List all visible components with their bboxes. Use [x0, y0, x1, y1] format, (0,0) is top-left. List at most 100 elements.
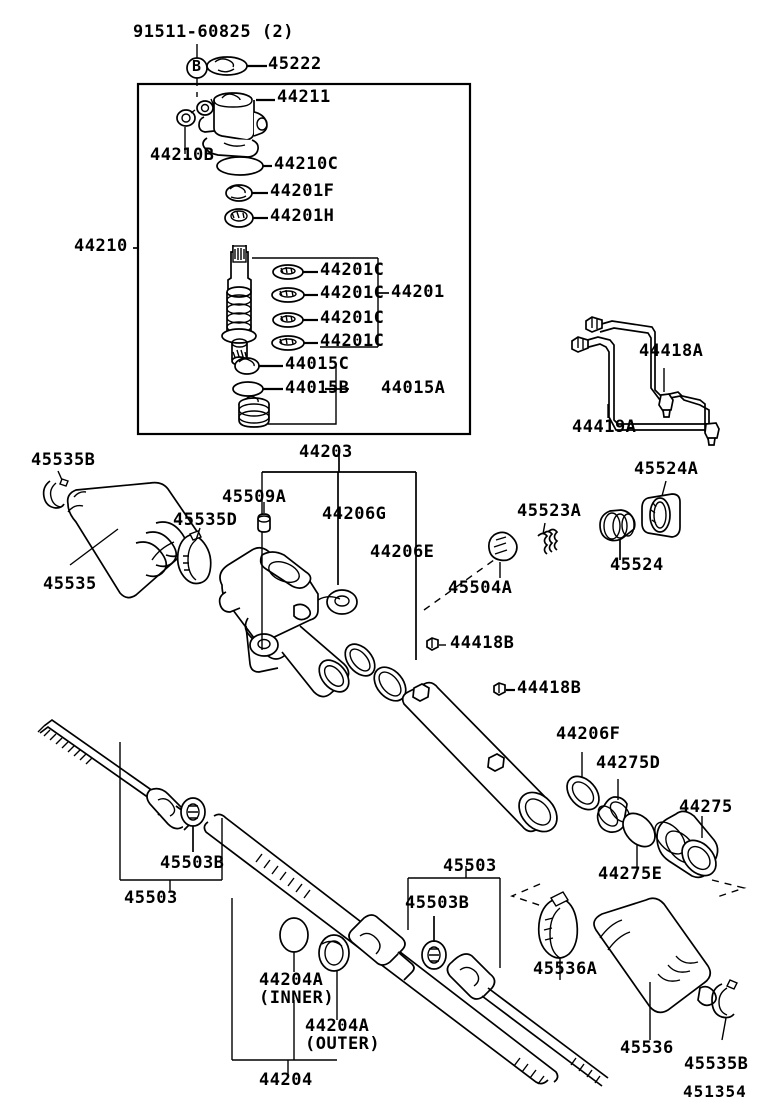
- label-45504A: 45504A: [448, 578, 513, 598]
- leader-45535D: [195, 527, 201, 541]
- label-45535B-left: 45535B: [31, 450, 96, 470]
- label-44201-group: 44201: [391, 282, 445, 302]
- label-44201F: 44201F: [270, 181, 335, 201]
- label-44204A-outer: 44204A (OUTER): [305, 1016, 381, 1054]
- part-45503B-nut-right: [421, 940, 447, 970]
- leader-45523A: [542, 522, 546, 535]
- part-44211-flange-detail: [223, 142, 246, 147]
- label-45523A: 45523A: [517, 501, 582, 521]
- part-44206F-seal: [566, 775, 600, 811]
- label-45503-right: 45503: [443, 856, 497, 876]
- part-44211-boss-hole: [256, 117, 268, 131]
- label-45524A: 45524A: [634, 459, 699, 479]
- group-box-44210: [136, 82, 472, 436]
- part-44210C-oring: [216, 156, 264, 176]
- part-45523A-spring: [537, 528, 559, 555]
- label-44210C: 44210C: [274, 154, 339, 174]
- part-44210B-bolts: [176, 100, 214, 127]
- label-45535: 45535: [43, 574, 97, 594]
- part-45503-tierod-left: [37, 718, 193, 831]
- part-44204A-outer: [318, 934, 350, 972]
- label-44015C: 44015C: [285, 354, 350, 374]
- label-44201C-3: 44201C: [320, 308, 385, 328]
- label-44204A-inner: 44204A (INNER): [259, 970, 335, 1008]
- label-44275: 44275: [679, 797, 733, 817]
- leader-45524A: [661, 480, 667, 497]
- part-45509A-plug: [257, 513, 271, 533]
- label-44418B-1: 44418B: [450, 633, 515, 653]
- label-44201H: 44201H: [270, 206, 335, 226]
- part-44211-boss-right: [253, 111, 268, 137]
- label-45503B-right: 45503B: [405, 893, 470, 913]
- label-44203-group: 44203: [299, 442, 353, 462]
- part-45503-tierod-right: [446, 953, 609, 1087]
- part-44211-body: [213, 100, 255, 141]
- label-91511-60825: 91511-60825 (2): [133, 22, 295, 42]
- label-45222: 45222: [268, 54, 322, 74]
- part-44015C-nut: [234, 357, 260, 375]
- part-44206G-seal: [344, 643, 376, 677]
- leader-45535B-right: [721, 1017, 727, 1041]
- bracket-44015A: [268, 366, 337, 425]
- label-45536: 45536: [620, 1038, 674, 1058]
- part-45222-detail: [214, 58, 235, 68]
- part-44211-lip: [213, 99, 253, 108]
- part-44418A-44419A-tubes: [571, 316, 720, 446]
- part-45524-bush: [599, 509, 636, 542]
- label-45535B-right: 45535B: [684, 1054, 749, 1074]
- part-44201C-washers: [271, 264, 318, 351]
- label-44015B: 44015B: [285, 378, 350, 398]
- label-44211: 44211: [277, 87, 331, 107]
- part-44206E-seal: [373, 666, 407, 702]
- part-44015B-oring: [232, 381, 264, 397]
- label-44206E: 44206E: [370, 542, 435, 562]
- leader-45535B-left: [57, 470, 63, 481]
- label-45503B-left: 45503B: [160, 853, 225, 873]
- part-gear-housing: [218, 546, 358, 698]
- part-44275E-oring: [622, 812, 656, 848]
- label-44015A-group: 44015A: [381, 378, 446, 398]
- label-44201C-2: 44201C: [320, 283, 385, 303]
- label-44419A: 44419A: [572, 417, 637, 437]
- label-44275E: 44275E: [598, 864, 663, 884]
- part-44211-boss-left: [198, 116, 215, 133]
- part-45503B-nut-left: [180, 797, 206, 827]
- label-45536A: 45536A: [533, 959, 598, 979]
- diagram-id: 451354: [683, 1082, 747, 1101]
- part-45536-boot: [593, 897, 717, 1014]
- label-b-circle: B: [192, 57, 202, 75]
- part-45222-detail2: [217, 68, 235, 73]
- part-44211-flange: [202, 137, 259, 158]
- label-44275D: 44275D: [596, 753, 661, 773]
- label-45524: 45524: [610, 555, 664, 575]
- part-45536A-clamp: [537, 891, 579, 959]
- label-45535D: 45535D: [173, 510, 238, 530]
- label-44418B-2: 44418B: [517, 678, 582, 698]
- part-44418B-bolt-2: [493, 682, 506, 696]
- part-valve-shaft: [221, 245, 257, 366]
- label-44201C-4: 44201C: [320, 331, 385, 351]
- part-45535B-clamp-left: [42, 478, 69, 509]
- part-power-cylinder: [401, 681, 558, 833]
- label-44206F: 44206F: [556, 724, 621, 744]
- label-44201C-1: 44201C: [320, 260, 385, 280]
- label-44204-group: 44204: [259, 1070, 313, 1090]
- part-44418B-bolt-1: [426, 637, 439, 651]
- part-44201H-bearing: [224, 208, 254, 228]
- label-44206G: 44206G: [322, 504, 387, 524]
- part-rack-bar: [203, 813, 559, 1085]
- leader-45535: [69, 528, 119, 566]
- part-44201F-seal: [225, 184, 253, 202]
- part-45535B-clamp-right: [711, 979, 738, 1019]
- label-45509A: 45509A: [222, 487, 287, 507]
- part-44211-topdetail: [221, 93, 241, 102]
- part-45524A-bracket: [641, 493, 681, 538]
- part-45504A-guide: [488, 531, 518, 562]
- assembly-arrow-left: [510, 883, 543, 907]
- label-45503-left: 45503: [124, 888, 178, 908]
- assembly-arrow-right: [711, 879, 747, 899]
- label-44418A: 44418A: [639, 341, 704, 361]
- part-44015A-boot: [238, 395, 270, 428]
